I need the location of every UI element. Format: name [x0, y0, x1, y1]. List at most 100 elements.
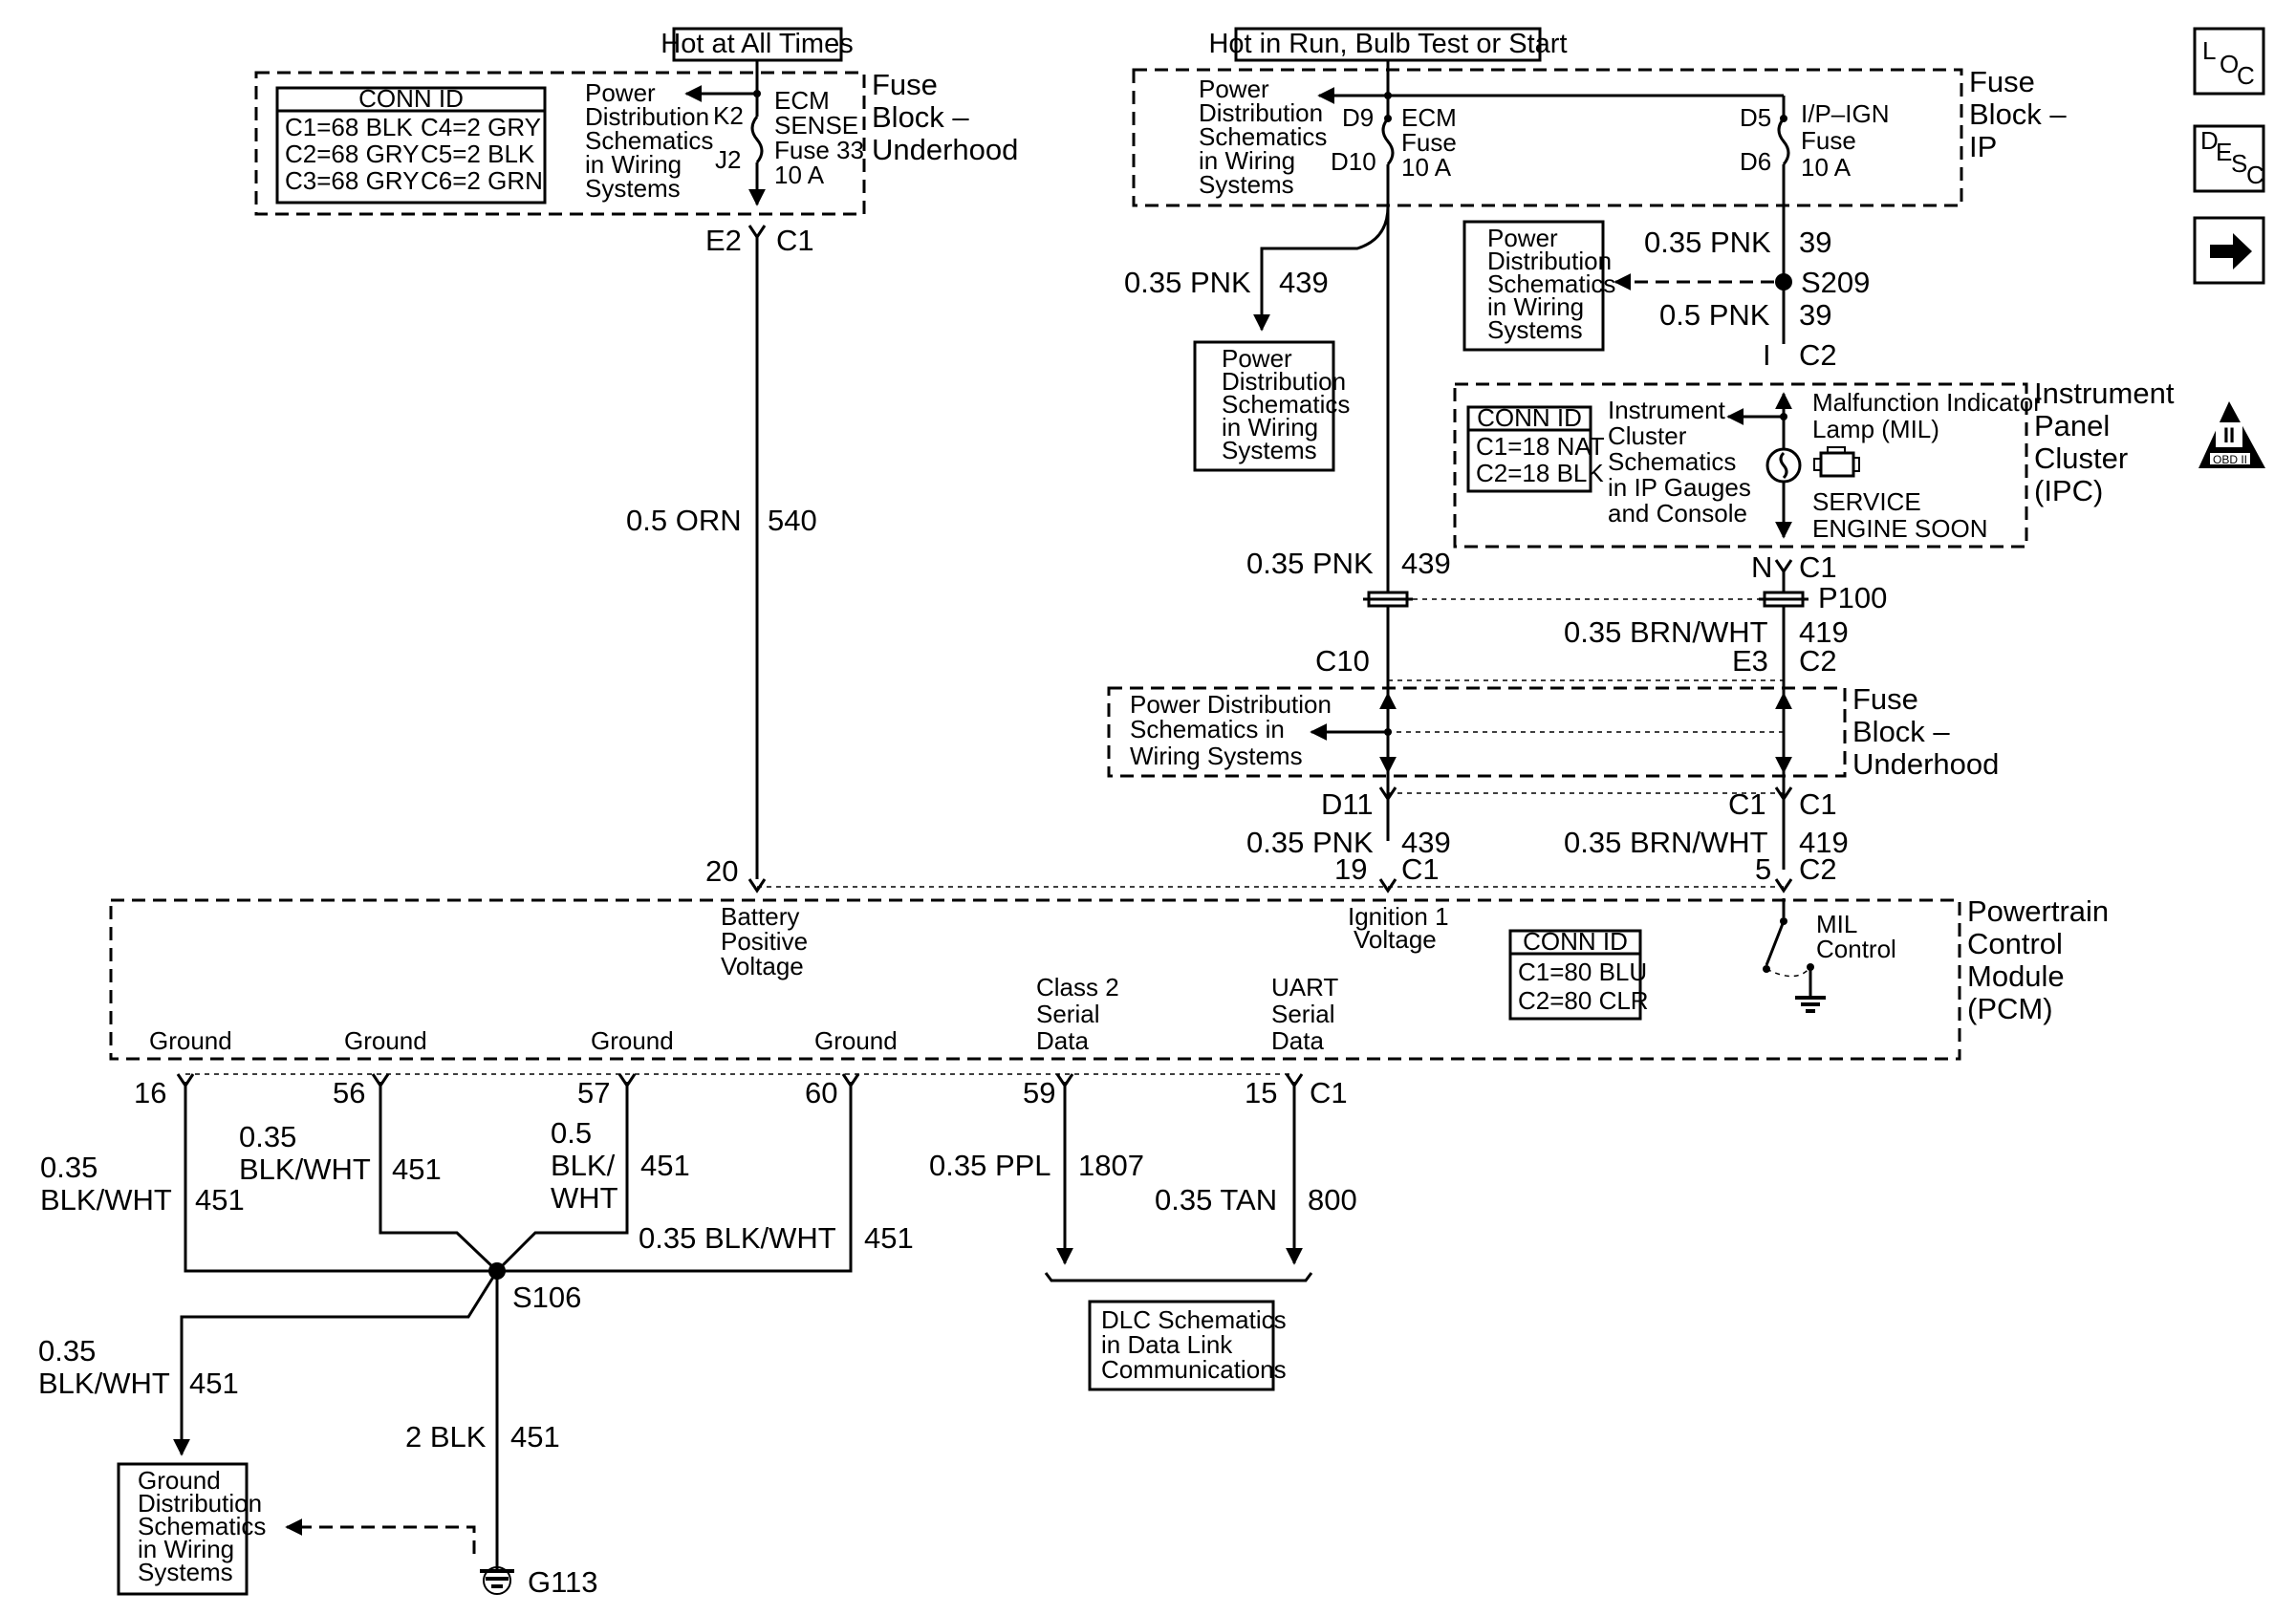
- wire-451-pin57: [495, 1082, 629, 1273]
- label-bottom-gd3: Schematics: [138, 1512, 266, 1540]
- label-bottom-w60-c: 451: [864, 1221, 914, 1255]
- label-bottom-gd1: Ground: [138, 1466, 221, 1495]
- label-bottom-dlc3: Communications: [1101, 1355, 1287, 1384]
- label-pd-box-mid-l1: Power: [1222, 344, 1292, 373]
- label-pcm-gnd-1: Ground: [344, 1026, 427, 1055]
- label-pcm-c2s1: Class 2: [1036, 973, 1119, 1001]
- label-wires-n: N: [1751, 550, 1772, 584]
- label-wires-pin20: 20: [705, 854, 738, 888]
- label-nav-desc-e: E: [2216, 138, 2232, 166]
- ground-distribution-box: Ground Distribution Schematics in Wiring…: [117, 1462, 266, 1596]
- label-bottom-wg-c: 451: [189, 1367, 239, 1400]
- ip-ign-fuse-symbol: [1777, 118, 1790, 165]
- label-fb-underhood-top-conn-id: CONN ID: [358, 84, 464, 113]
- label-bottom-w56-g1: 0.35: [239, 1120, 296, 1153]
- label-pd-box-right-l2: Distribution: [1487, 247, 1612, 275]
- label-fb-underhood-top-conn-4: C5=2 BLK: [421, 140, 535, 168]
- label-wires-w39b-circ: 39: [1799, 298, 1831, 332]
- label-fb-underhood-top-fuse3: Fuse 33: [774, 136, 864, 164]
- label-bottom-wg-g2: BLK/WHT: [38, 1367, 170, 1400]
- label-wires-e3: E3: [1732, 644, 1768, 678]
- obd-ii-badge: II OBD II: [2199, 401, 2265, 468]
- label-wires-w439b-gauge: 0.35 PNK: [1246, 547, 1374, 580]
- mil-control-switch-icon: [1763, 898, 1826, 1013]
- label-pcm-conn-0: C1=80 BLU: [1518, 958, 1647, 986]
- label-wires-w439c-gauge: 0.35 PNK: [1246, 826, 1374, 859]
- label-fb-ip-title2: Block –: [1969, 97, 2067, 131]
- label-ipc-ic3: Schematics: [1608, 447, 1736, 476]
- power-distribution-box-right: Power Distribution Schematics in Wiring …: [1462, 220, 1615, 352]
- label-fb-underhood-top-k2: K2: [713, 101, 744, 130]
- label-pcm-gnd-0: Ground: [149, 1026, 232, 1055]
- label-nav-desc-c: C: [2246, 161, 2264, 189]
- label-wires-w419a-circ: 419: [1799, 615, 1849, 649]
- label-fb-underhood-top-c1: C1: [776, 224, 814, 257]
- label-pcm-gnd-2: Ground: [591, 1026, 674, 1055]
- label-bottom-p56: 56: [333, 1076, 365, 1109]
- splice-s209: [1775, 273, 1792, 291]
- label-bottom-w57-c: 451: [640, 1149, 690, 1182]
- label-bottom-p15: 15: [1245, 1076, 1277, 1109]
- label-fb-underhood-mid-pd1: Power Distribution: [1130, 690, 1332, 719]
- label-ipc-title2: Panel: [2034, 409, 2110, 442]
- label-fb-underhood-top-fuse1: ECM: [774, 86, 830, 115]
- label-wires-pin5: 5: [1755, 852, 1771, 886]
- wire-451-ground-branch: [173, 1270, 499, 1456]
- label-ipc-title3: Cluster: [2034, 441, 2128, 475]
- label-bottom-w56-c: 451: [392, 1152, 442, 1186]
- next-arrow-button[interactable]: [2193, 216, 2265, 285]
- label-pcm-gnd-3: Ground: [814, 1026, 898, 1055]
- label-nav-loc-o: O: [2220, 50, 2239, 78]
- label-fb-ip-d5: D5: [1740, 103, 1771, 132]
- ground-g113-icon: [480, 1566, 514, 1595]
- label-bottom-w59-g: 0.35 PPL: [929, 1149, 1051, 1182]
- label-pcm-title1: Powertrain: [1967, 894, 2109, 928]
- label-fb-ip-ip2: Fuse: [1801, 126, 1856, 155]
- description-button[interactable]: D E S C: [2193, 124, 2265, 193]
- label-pd-box-mid-l3: Schematics: [1222, 390, 1350, 419]
- label-pcm-conn-1: C2=80 CLR: [1518, 986, 1649, 1015]
- label-pd-box-right-l1: Power: [1487, 224, 1558, 252]
- label-nav-desc-d: D: [2200, 126, 2219, 155]
- label-wires-w39a-gauge: 0.35 PNK: [1644, 226, 1771, 259]
- label-wires-w439b-circ: 439: [1401, 547, 1451, 580]
- label-fb-ip-title3: IP: [1969, 130, 1997, 163]
- label-fb-ip-d6: D6: [1740, 147, 1771, 176]
- label-fb-underhood-mid-pd2: Schematics in: [1130, 715, 1285, 743]
- label-bottom-dlc1: DLC Schematics: [1101, 1305, 1287, 1334]
- label-bottom-w57-g2: BLK/: [551, 1149, 616, 1182]
- label-ipc-ses2: ENGINE SOON: [1812, 514, 1987, 543]
- label-fb-underhood-top-e2: E2: [705, 224, 742, 257]
- label-fb-underhood-top-fuse2: SENSE: [774, 111, 858, 140]
- fuse-block-ip: Fuse Block – IP Power Distribution Schem…: [1132, 60, 2067, 207]
- label-bottom-w15-c: 800: [1308, 1183, 1357, 1217]
- label-fb-ip-pd3: Schematics: [1199, 122, 1327, 151]
- label-fb-ip-pd2: Distribution: [1199, 98, 1323, 127]
- wire-451-pin56: [379, 1082, 499, 1273]
- label-wires-w439c-circ: 439: [1401, 826, 1451, 859]
- label-fb-ip-title1: Fuse: [1969, 65, 2035, 98]
- fuse-block-underhood-mid: Fuse Block – Underhood Power Distributio…: [1107, 682, 1999, 781]
- ecm-fuse-symbol: [1381, 118, 1395, 165]
- label-fb-underhood-mid-title3: Underhood: [1852, 747, 1999, 781]
- label-wires-pin19: 19: [1334, 852, 1367, 886]
- arrow-right-icon: [2210, 233, 2252, 269]
- label-wires-w439a-circ: 439: [1279, 266, 1329, 299]
- power-distribution-box-mid: Power Distribution Schematics in Wiring …: [1193, 340, 1350, 472]
- label-fb-underhood-top-pd4: in Wiring: [585, 150, 682, 179]
- label-pcm-ua1: UART: [1271, 973, 1338, 1001]
- label-bottom-p60: 60: [805, 1076, 837, 1109]
- label-pcm-bat1: Battery: [721, 902, 799, 931]
- label-fb-underhood-top-pd2: Distribution: [585, 102, 709, 131]
- label-wires-c2-i: I: [1763, 338, 1771, 372]
- conn-id-table-underhood: CONN ID C1=68 BLK C2=68 GRY C3=68 GRY C4…: [275, 84, 547, 205]
- label-bottom-w57-g1: 0.5: [551, 1116, 592, 1150]
- label-fb-underhood-top-conn-3: C4=2 GRY: [421, 113, 541, 141]
- label-pd-box-right-l5: Systems: [1487, 315, 1583, 344]
- label-fb-ip-pd1: Power: [1199, 75, 1269, 103]
- label-bottom-gd4: in Wiring: [138, 1535, 234, 1563]
- label-pcm-ua2: Serial: [1271, 1000, 1334, 1028]
- label-bottom-w16-c: 451: [195, 1183, 245, 1217]
- location-button[interactable]: L O C: [2193, 27, 2265, 96]
- label-bottom-c1: C1: [1310, 1076, 1348, 1109]
